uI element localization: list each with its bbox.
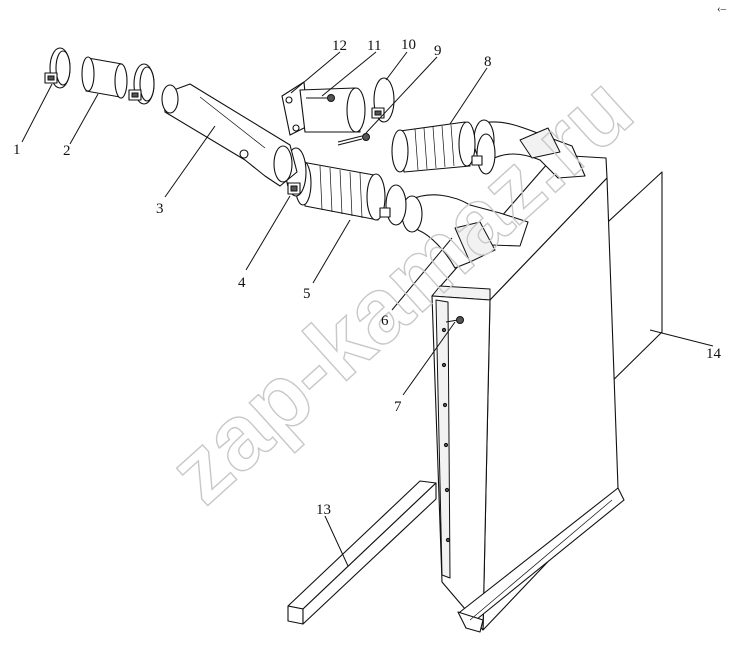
- part-3-pipe: [161, 83, 298, 187]
- callout-11: 11: [367, 38, 381, 54]
- corner-mark: ‹‒: [717, 3, 727, 15]
- part-11-sleeve: [299, 87, 366, 133]
- callout-13: 13: [316, 502, 331, 518]
- part-13-foam-strip: [287, 480, 437, 625]
- part-10-clamp: [371, 77, 395, 123]
- callout-14: 14: [706, 346, 722, 362]
- callout-8: 8: [484, 54, 492, 70]
- part-8-corrugated-hose: [391, 121, 496, 175]
- leader-lines: [21, 51, 714, 567]
- callout-10: 10: [401, 37, 416, 53]
- callout-7: 7: [394, 399, 402, 415]
- part-2-sleeve: [81, 56, 128, 99]
- part-1-clamp: [44, 47, 71, 89]
- callout-9: 9: [434, 43, 442, 59]
- callout-4: 4: [238, 275, 246, 291]
- part-7-bolt: [445, 316, 464, 324]
- callout-12: 12: [332, 38, 347, 54]
- callout-labels: 1 2 3 4 5 6 7 8 9 10 11 12 13 14: [13, 37, 722, 518]
- lower-inlet-elbow: [401, 194, 529, 269]
- callout-1: 1: [13, 142, 21, 158]
- callout-6: 6: [381, 313, 389, 329]
- callout-2: 2: [63, 143, 71, 159]
- part-9-bolt: [337, 133, 370, 146]
- callout-5: 5: [303, 286, 311, 302]
- part-5-corrugated-hose: [294, 160, 407, 226]
- callout-3: 3: [156, 201, 164, 217]
- clamp-near-pipe: [128, 63, 155, 105]
